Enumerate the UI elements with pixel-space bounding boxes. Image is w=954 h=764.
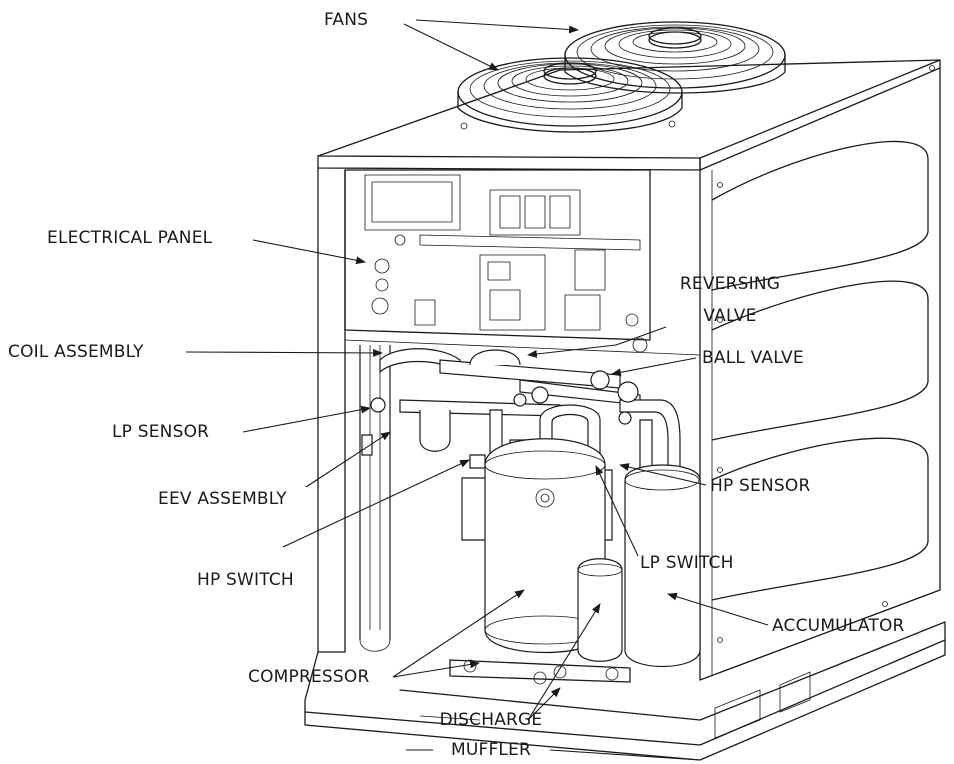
label-coil-assembly: COIL ASSEMBLY [8,342,144,362]
label-accumulator: ACCUMULATOR [772,616,905,636]
label-valve: VALVE [703,306,757,326]
label-hp-switch: HP SWITCH [197,570,294,590]
coil-assembly-shape [344,339,701,652]
label-hp-sensor: HP SENSOR [710,476,811,496]
label-lp-switch: LP SWITCH [640,553,734,573]
label-reversing: REVERSING [679,274,781,294]
label-discharge: DISCHARGE [439,710,543,730]
fan-rear [564,21,786,94]
label-lp-sensor: LP SENSOR [112,422,210,442]
label-fans: FANS [324,10,369,30]
cabinet-outline [304,59,946,761]
accumulator-shape [624,464,701,667]
leader-lines [185,19,769,761]
discharge-muffler-shape [577,558,623,662]
compressor-base [449,659,631,685]
electrical-panel-shape [344,169,651,353]
label-muffler: MUFFLER [450,740,532,760]
label-eev-assembly: EEV ASSEMBLY [158,489,287,509]
label-electrical-panel: ELECTRICAL PANEL [47,228,213,248]
compressor-shape [484,438,606,654]
fan-front [457,57,683,133]
label-ball-valve: BALL VALVE [702,348,804,368]
label-compressor: COMPRESSOR [248,667,370,687]
